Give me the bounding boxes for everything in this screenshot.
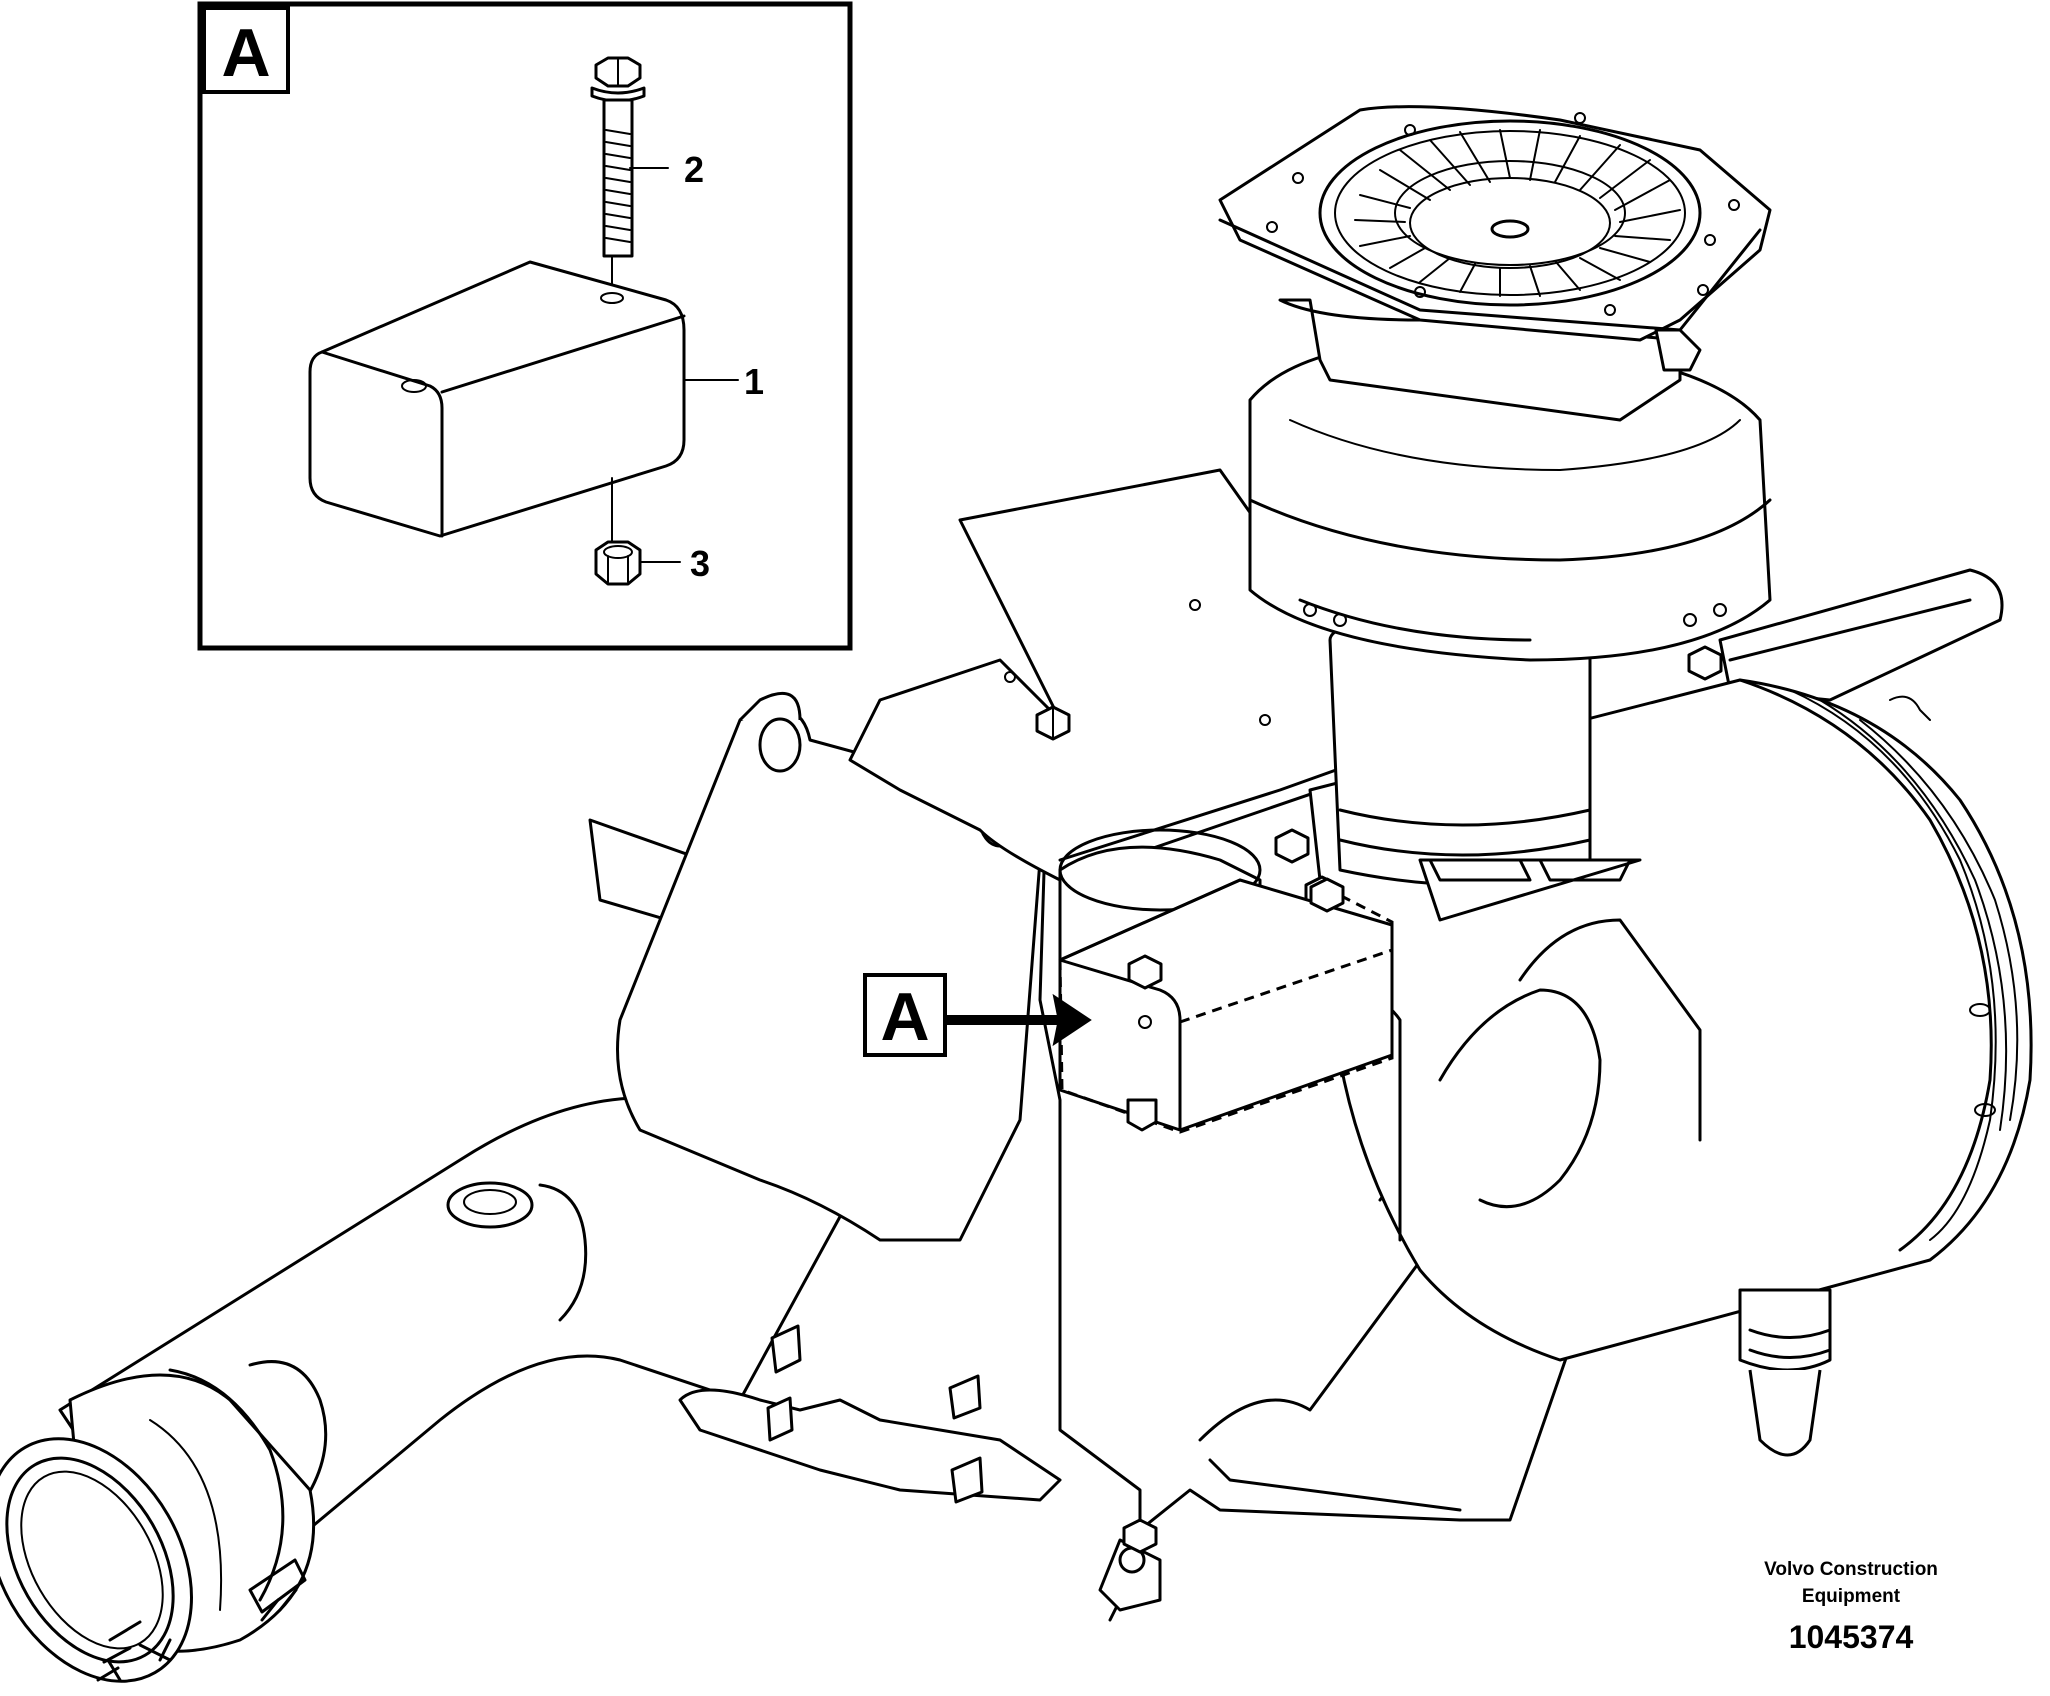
inlet-stack: [1218, 105, 1772, 922]
detail-label: A: [221, 15, 270, 91]
frame-bolts: [1035, 645, 1723, 1554]
pipe-flange: [0, 1368, 316, 1683]
reference-label-a: A: [863, 973, 1092, 1057]
reference-label-box: [863, 973, 947, 1057]
nut-illustration: [594, 540, 642, 586]
callout-1: 1: [744, 361, 764, 402]
box-illustration: [308, 260, 686, 549]
reference-label-letter: A: [880, 979, 929, 1055]
detail-view-a: A: [197, 1, 853, 651]
mounted-box: [1058, 877, 1394, 1134]
caption-block: Volvo Construction Equipment 1045374: [1764, 1559, 1938, 1655]
callout-3: 3: [690, 543, 710, 584]
bolt-illustration: [590, 56, 646, 297]
callout-2: 2: [684, 149, 704, 190]
caption-company-line2: Equipment: [1802, 1586, 1901, 1607]
detail-label-box: [202, 6, 290, 94]
main-assembly: A: [0, 105, 2033, 1683]
caption-figure-code: 1045374: [1789, 1619, 1914, 1655]
detail-frame: [197, 1, 853, 651]
reference-arrow: [947, 993, 1092, 1047]
caption-company-line1: Volvo Construction: [1764, 1559, 1938, 1580]
frame-pins: [766, 1324, 984, 1504]
drain-valve: [1738, 1288, 1832, 1457]
